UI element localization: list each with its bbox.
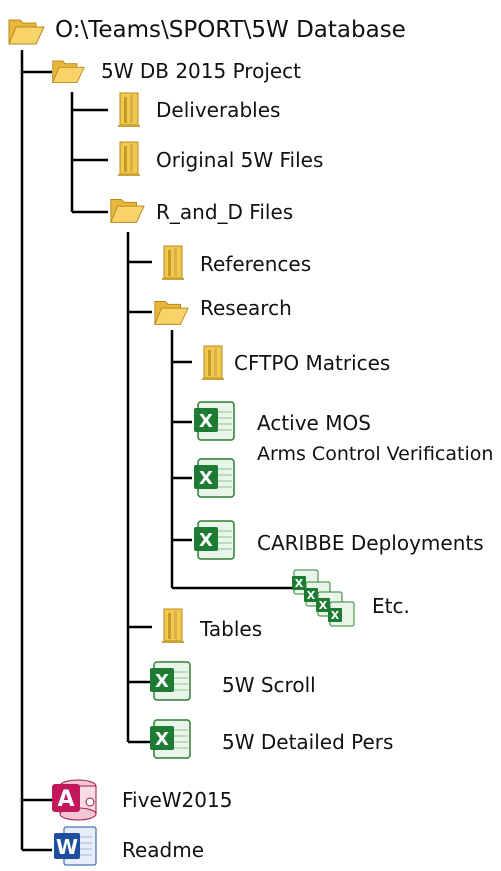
folder-icon[interactable] [112, 91, 148, 133]
svg-text:X: X [199, 411, 213, 432]
folder-open-icon[interactable] [6, 10, 46, 54]
svg-text:X: X [155, 671, 169, 692]
folder-open-icon[interactable] [152, 292, 190, 334]
original-5w-files-label[interactable]: Original 5W Files [156, 148, 324, 172]
svg-text:X: X [331, 609, 340, 622]
tables-label[interactable]: Tables [200, 617, 263, 641]
etc-label[interactable]: Etc. [372, 594, 410, 618]
excel-icon[interactable]: X [192, 398, 238, 448]
caribbe-deployments-label[interactable]: CARIBBE Deployments [257, 531, 484, 555]
folder-icon[interactable] [196, 344, 232, 386]
excel-icon[interactable]: X [192, 517, 238, 567]
svg-text:X: X [199, 530, 213, 551]
5w-detailed-pers-label[interactable]: 5W Detailed Pers [222, 730, 394, 754]
active-mos-label[interactable]: Active MOS [257, 411, 371, 435]
readme-label[interactable]: Readme [122, 838, 205, 862]
svg-text:X: X [155, 729, 169, 750]
folder-open-icon[interactable] [108, 190, 146, 232]
r-and-d-files-label[interactable]: R_and_D Files [156, 200, 294, 224]
folder-open-icon[interactable] [50, 52, 86, 92]
svg-text:X: X [199, 468, 213, 489]
access-icon[interactable]: A [50, 776, 100, 826]
folder-icon[interactable] [156, 244, 192, 286]
excel-icon[interactable]: X [148, 716, 194, 766]
arms-control-verification-label[interactable]: Arms Control Verification [257, 443, 494, 465]
word-icon[interactable]: W [52, 825, 100, 871]
excel-icon[interactable]: X [148, 658, 194, 708]
svg-text:X: X [319, 599, 328, 612]
5w-scroll-label[interactable]: 5W Scroll [222, 673, 316, 697]
svg-text:A: A [57, 787, 74, 812]
root-path-label[interactable]: O:\Teams\SPORT\5W Database [55, 17, 406, 43]
folder-icon[interactable] [112, 140, 148, 182]
fivew2015-label[interactable]: FiveW2015 [122, 788, 233, 812]
research-label[interactable]: Research [200, 296, 292, 320]
references-label[interactable]: References [200, 252, 312, 276]
svg-text:W: W [56, 835, 78, 859]
deliverables-label[interactable]: Deliverables [156, 98, 281, 122]
excel-stack-icon[interactable]: X X X X [290, 568, 360, 638]
excel-icon[interactable]: X [192, 455, 238, 505]
svg-text:X: X [307, 589, 316, 602]
folder-icon[interactable] [156, 607, 192, 649]
project-folder-label[interactable]: 5W DB 2015 Project [101, 59, 302, 83]
svg-text:X: X [295, 577, 304, 590]
cftpo-matrices-label[interactable]: CFTPO Matrices [234, 351, 391, 375]
